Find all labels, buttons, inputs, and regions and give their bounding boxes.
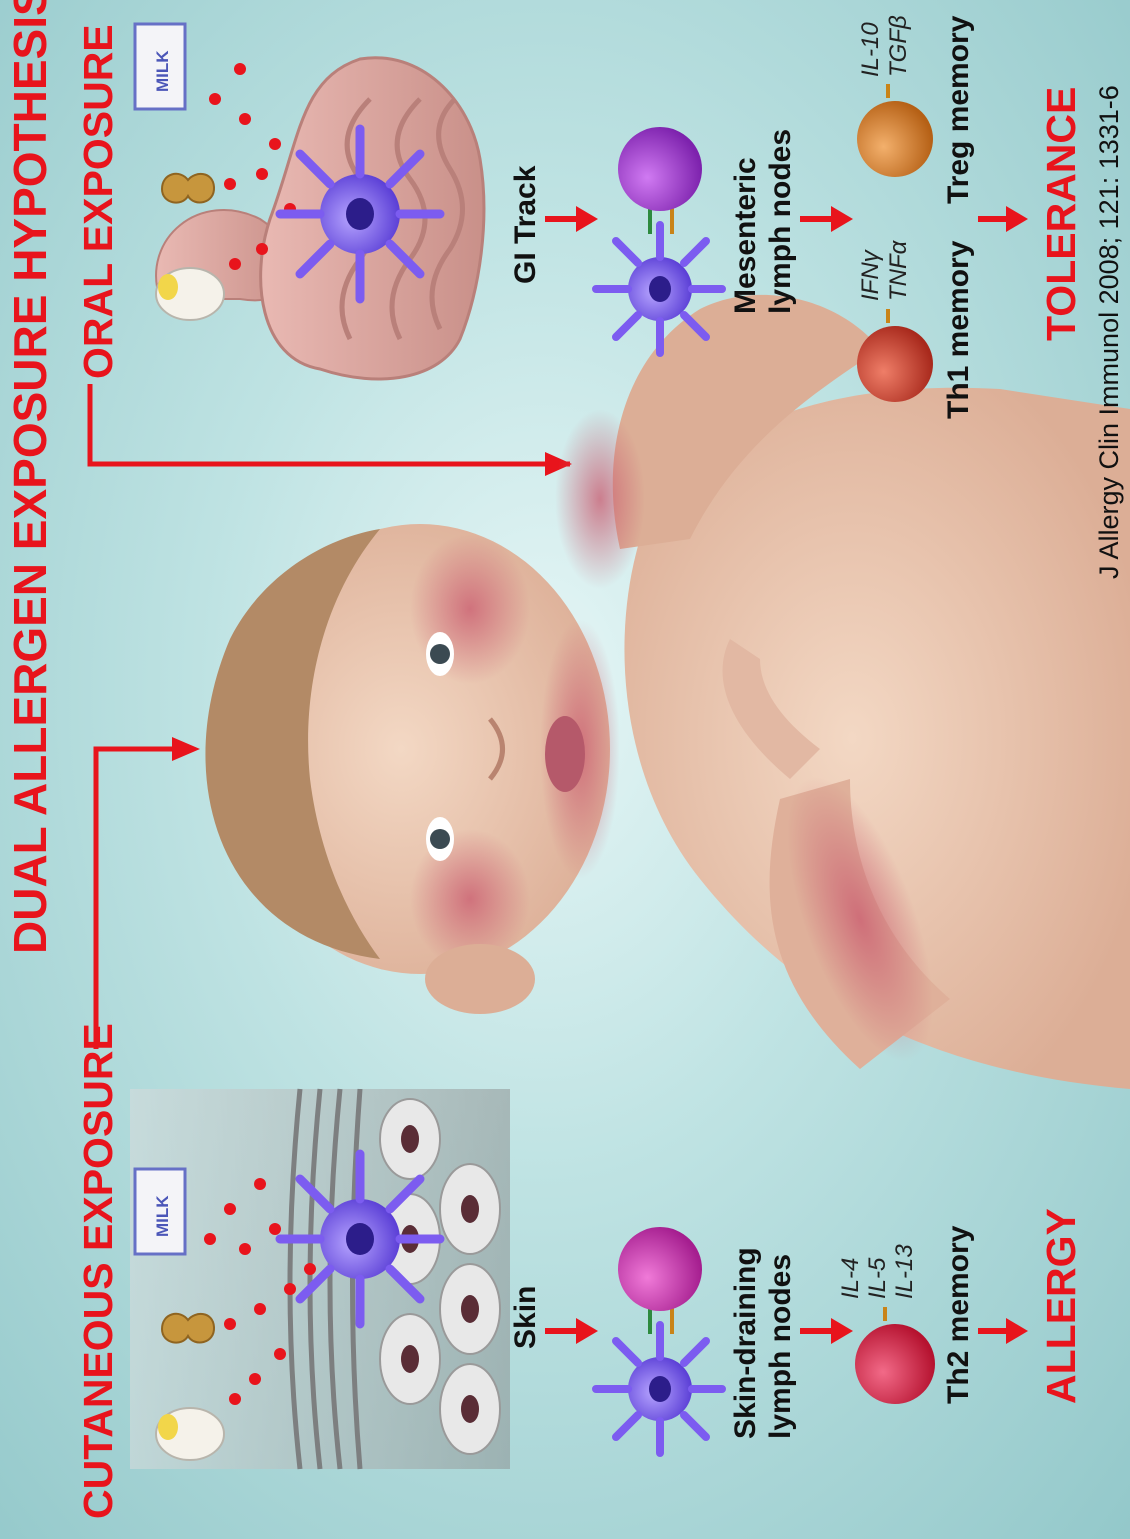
milk-label-right: MILK xyxy=(153,50,172,92)
allergen-particle xyxy=(239,113,251,125)
cytokine-il4: IL-4 xyxy=(837,1258,864,1299)
flow-arrow-head xyxy=(576,206,598,232)
egg-icon xyxy=(156,268,224,320)
allergen-particle xyxy=(239,1243,251,1255)
rash-shoulder xyxy=(555,409,645,589)
skin-cell-nucleus xyxy=(461,1195,479,1223)
th1-cell xyxy=(857,326,933,402)
oral-heading: ORAL EXPOSURE xyxy=(75,24,121,379)
cytokine-tgfb: TGFβ xyxy=(885,15,912,77)
egg-icon-yolk xyxy=(158,1414,178,1440)
allergen-particle xyxy=(229,1393,241,1405)
dendritic-nucleus xyxy=(649,1376,671,1402)
cytokine-il13: IL-13 xyxy=(891,1244,918,1299)
dendritic-nucleus xyxy=(346,1223,374,1255)
th1-memory-label: Th1 memory xyxy=(942,240,975,419)
dendritic-nucleus xyxy=(649,276,671,302)
allergen-particle xyxy=(274,1348,286,1360)
allergen-particle xyxy=(229,258,241,270)
skin-cell-nucleus xyxy=(401,1125,419,1153)
flow-arrow-head xyxy=(1006,1318,1028,1344)
allergen-particle xyxy=(284,1283,296,1295)
cytokine-ifng: IFNγ xyxy=(857,248,884,301)
naive-t-cell-right xyxy=(618,127,702,211)
citation: J Allergy Clin Immunol 2008; 121: 1331-6 xyxy=(1094,85,1124,579)
dendritic-nucleus xyxy=(346,198,374,230)
allergen-particle xyxy=(249,1373,261,1385)
cytokine-il10: IL-10 xyxy=(857,22,884,77)
dendritic-cell-gut xyxy=(280,129,440,299)
th2-memory-label: Th2 memory xyxy=(942,1225,975,1404)
milk-carton-icon: MILK xyxy=(135,1169,185,1254)
main-title: DUAL ALLERGEN EXPOSURE HYPOTHESIS xyxy=(4,0,56,954)
dendritic-cell-lymph-right xyxy=(596,225,722,353)
flow-arrow-head xyxy=(831,206,853,232)
gi-step-label: GI Track xyxy=(509,165,542,284)
treg-cell xyxy=(857,101,933,177)
oral-connector-line xyxy=(90,384,570,464)
baby-iris-right xyxy=(430,644,450,664)
flow-arrow-head xyxy=(1006,206,1028,232)
skin-draining-label: Skin-draining xyxy=(729,1247,762,1439)
allergen-particle xyxy=(224,1203,236,1215)
peanut-icon-shell xyxy=(162,174,214,203)
skin-cell-nucleus xyxy=(461,1295,479,1323)
mesenteric-label: Mesenteric xyxy=(729,157,762,314)
lymph-nodes-label-right: lymph nodes xyxy=(764,129,797,314)
th2-cell xyxy=(855,1324,935,1404)
baby-iris-left xyxy=(430,829,450,849)
allergen-particle xyxy=(269,138,281,150)
cytokine-il5: IL-5 xyxy=(864,1257,891,1299)
allergen-particle xyxy=(269,1223,281,1235)
allergen-particle xyxy=(224,178,236,190)
allergen-particle xyxy=(224,1318,236,1330)
allergen-particle xyxy=(254,1178,266,1190)
cutaneous-heading: CUTANEOUS EXPOSURE xyxy=(75,1023,121,1519)
egg-icon-yolk xyxy=(158,274,178,300)
milk-label-left: MILK xyxy=(153,1195,172,1237)
allergen-particle xyxy=(204,1233,216,1245)
skin-step-label: Skin xyxy=(509,1286,542,1349)
baby-illustration xyxy=(205,295,1130,1089)
flow-arrow-head xyxy=(831,1318,853,1344)
dendritic-cell-skin xyxy=(280,1154,440,1324)
allergen-particle xyxy=(209,93,221,105)
tolerance-outcome: TOLERANCE xyxy=(1038,87,1084,341)
dendritic-cell-lymph-left xyxy=(596,1325,722,1453)
cutaneous-connector-arrowhead xyxy=(172,737,200,761)
allergen-particle xyxy=(304,1263,316,1275)
skin-cell-nucleus xyxy=(401,1345,419,1373)
peanut-icon xyxy=(162,174,214,203)
naive-t-cell-left xyxy=(618,1227,702,1311)
allergen-particle xyxy=(256,168,268,180)
skin-cell-nucleus xyxy=(461,1395,479,1423)
baby-mouth xyxy=(545,716,585,792)
cytokine-tnfa: TNFα xyxy=(885,239,912,301)
baby-ear xyxy=(425,944,535,1014)
flow-arrow-head xyxy=(576,1318,598,1344)
allergy-outcome: ALLERGY xyxy=(1038,1208,1084,1404)
allergen-particle xyxy=(234,63,246,75)
allergen-particle xyxy=(256,243,268,255)
allergen-particle xyxy=(254,1303,266,1315)
cutaneous-connector-line xyxy=(96,749,190,1049)
egg-icon xyxy=(156,1408,224,1460)
lymph-nodes-label-left: lymph nodes xyxy=(764,1254,797,1439)
milk-carton-icon: MILK xyxy=(135,24,185,109)
treg-memory-label: Treg memory xyxy=(942,15,975,204)
